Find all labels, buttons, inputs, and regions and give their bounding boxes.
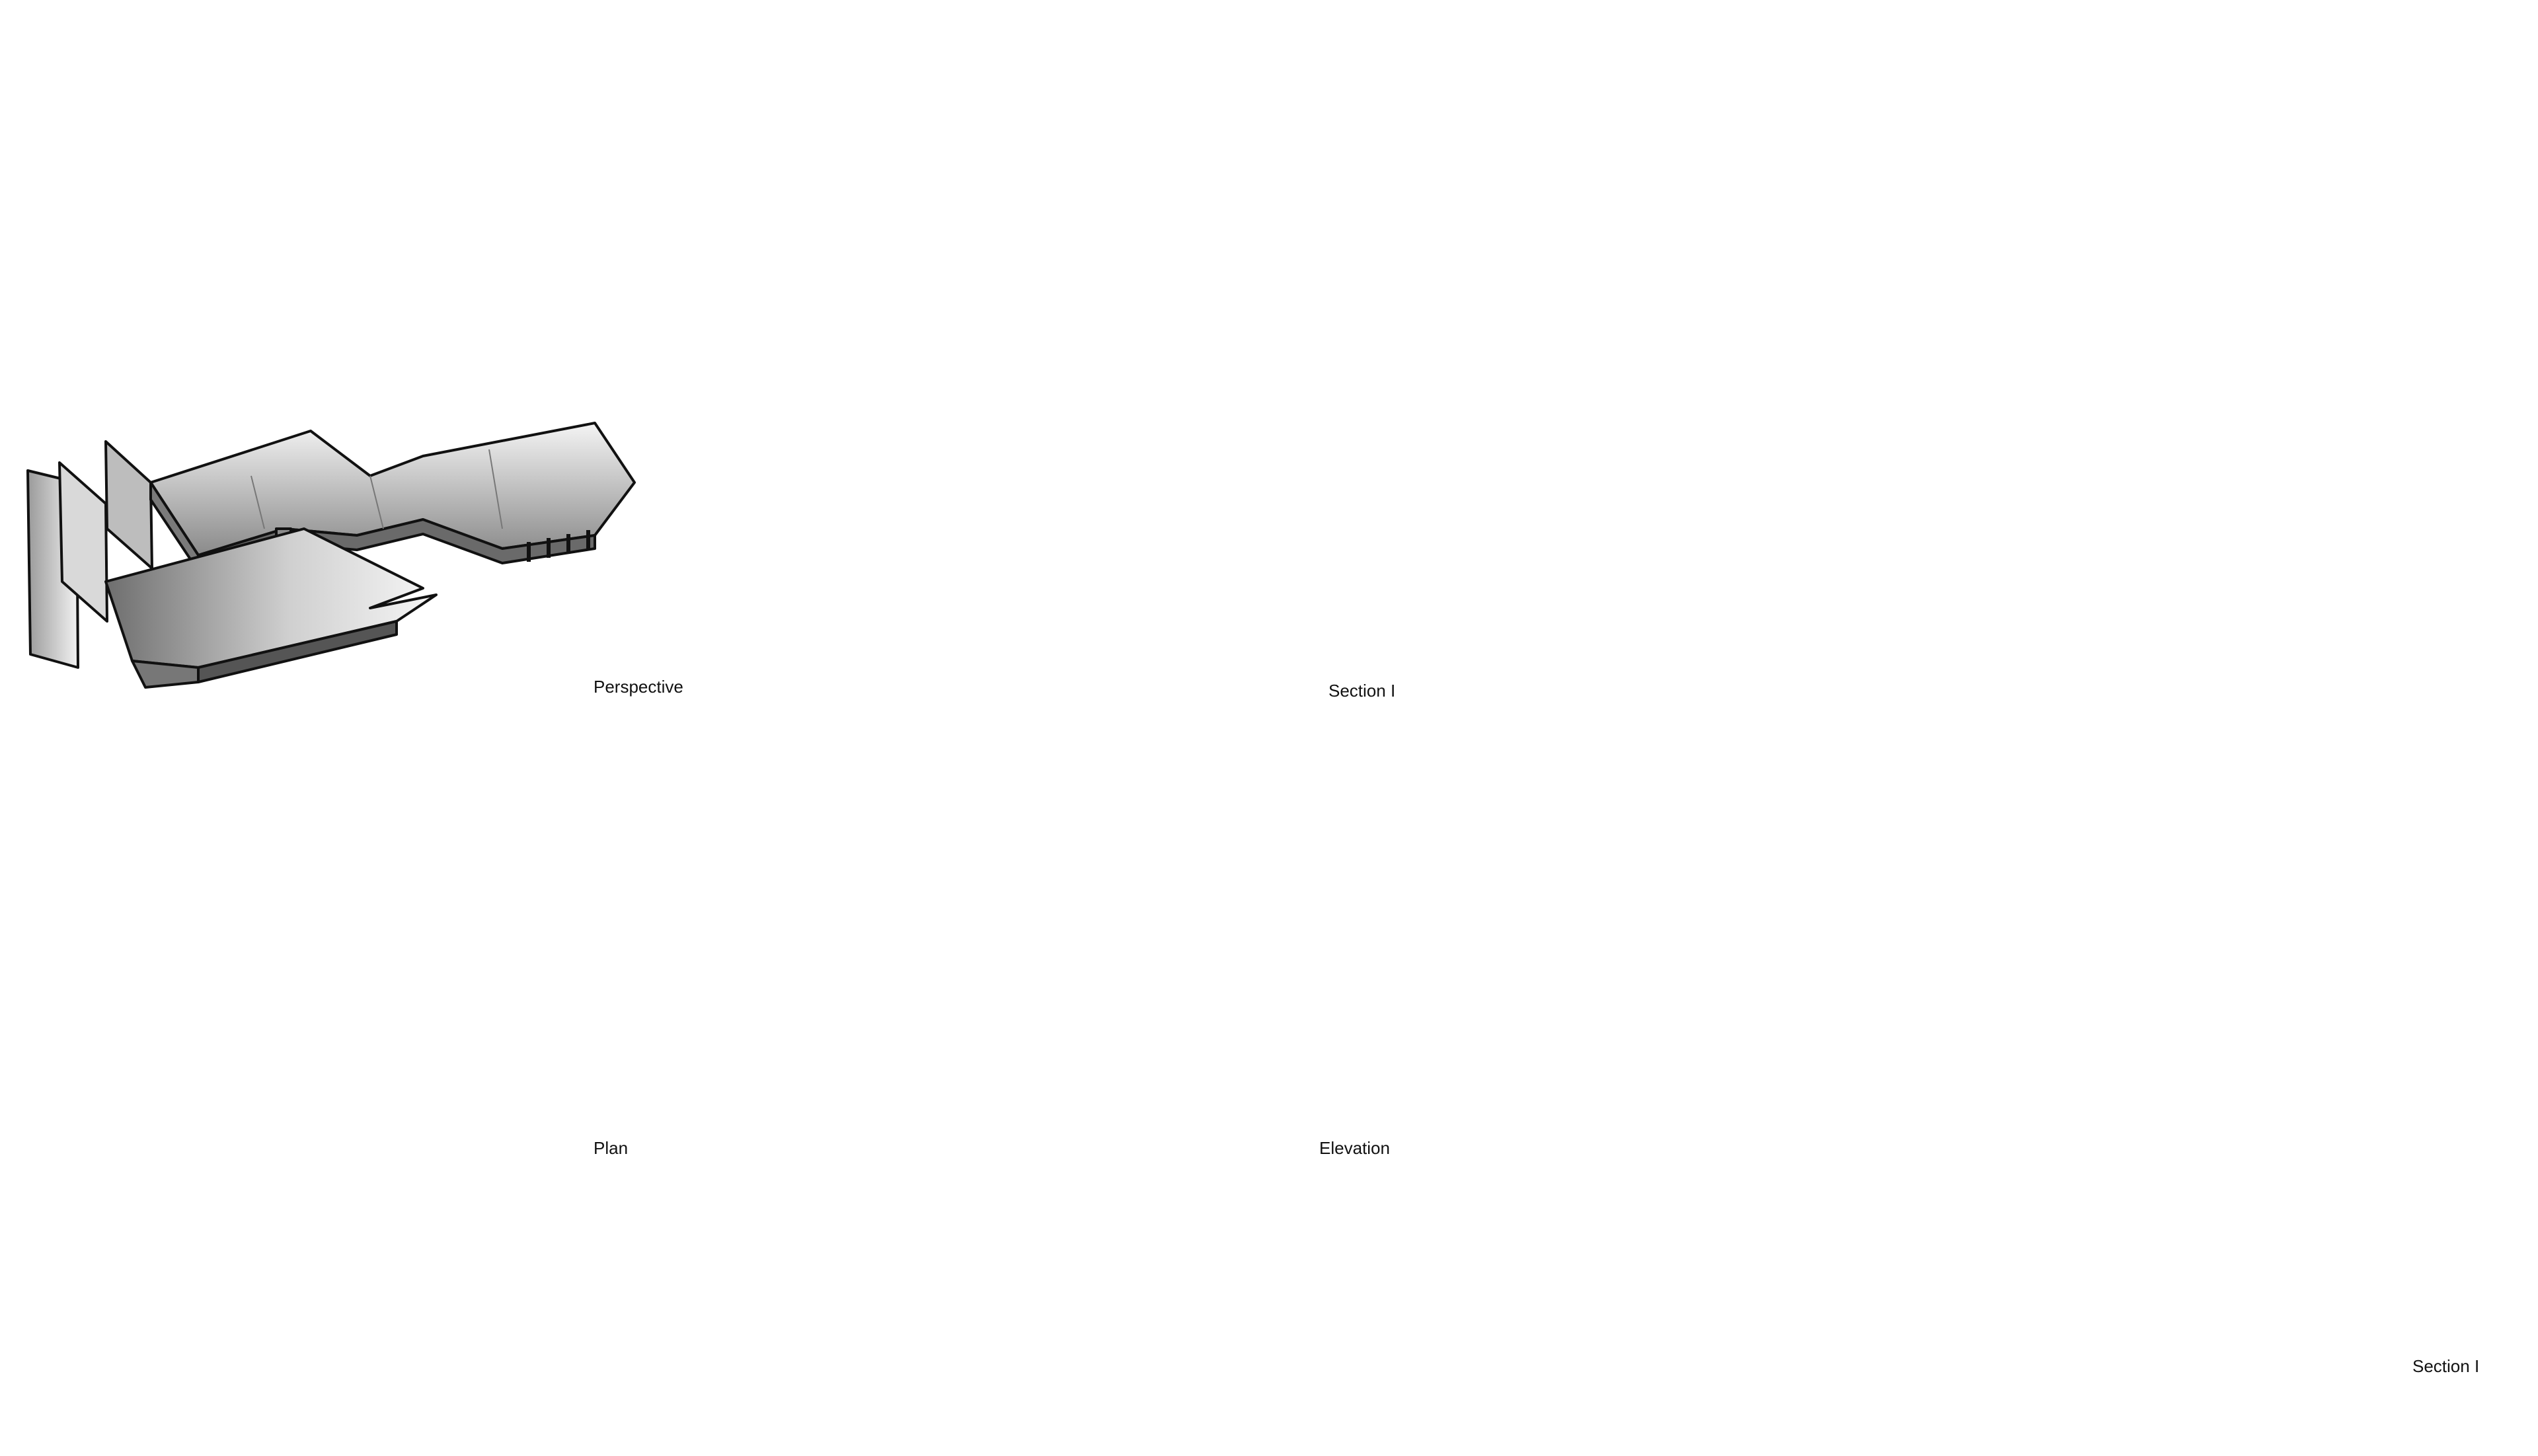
caption-section-small: Section I (1328, 681, 1396, 701)
caption-section-large: Section I (2412, 1356, 2480, 1376)
caption-perspective: Perspective (594, 677, 683, 697)
caption-elevation: Elevation (1319, 1138, 1390, 1158)
caption-plan: Plan (594, 1138, 629, 1158)
perspective-view (26, 422, 636, 689)
